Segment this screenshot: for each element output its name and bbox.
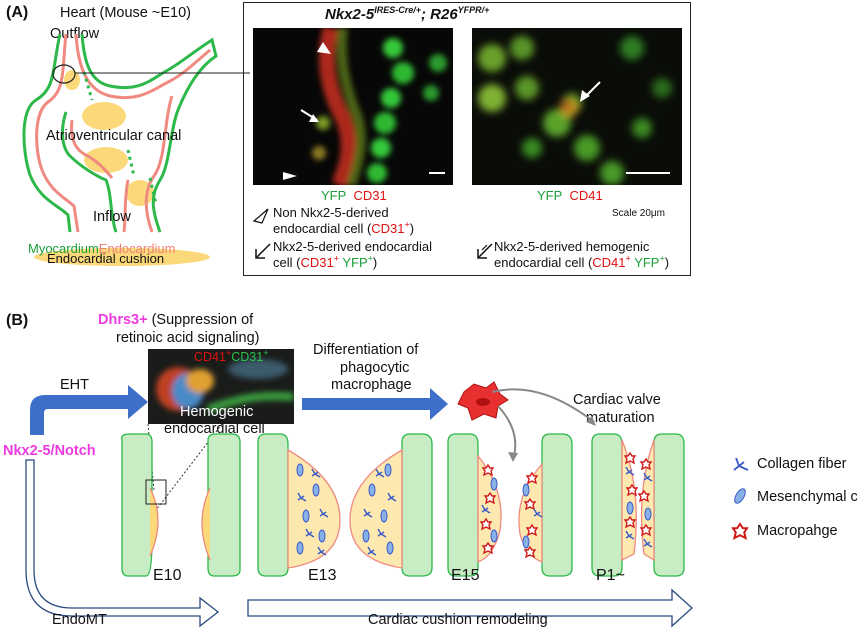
remodeling-label: Cardiac cushion remodeling	[368, 612, 548, 628]
heart-schematic	[22, 33, 250, 266]
outflow-label: Outflow	[50, 26, 100, 42]
hemogenic-inset-image	[148, 349, 294, 424]
inset-markers: CD41+CD31+	[194, 347, 269, 364]
legend-macrophage: Macropahge	[757, 523, 838, 539]
endomt-arrow	[25, 459, 220, 628]
scale-label: Scale 20μm	[612, 208, 666, 219]
stage-label-e13: E13	[308, 567, 337, 584]
heart-legend-row: MyocardiumEndocardium	[28, 241, 175, 256]
valve-maturation-label-2: maturation	[586, 410, 655, 426]
legend-collagen: Collagen fiber	[757, 456, 847, 472]
micrograph-frame	[243, 2, 691, 276]
nkx-notch-label: Nkx2-5/Notch	[3, 443, 96, 459]
hemogenic-label-1: Hemogenic	[180, 404, 254, 420]
yfp-label-right: YFP	[537, 188, 563, 203]
differentiation-label-3: macrophage	[331, 377, 412, 393]
differentiation-label: Differentiation of	[313, 342, 419, 358]
left-channel-labels: YFP CD31	[321, 188, 387, 203]
heart-title: Heart (Mouse ~E10)	[60, 5, 191, 21]
cd41-label: CD41	[569, 188, 603, 203]
collagen-fiber-icon	[733, 457, 749, 471]
differentiation-label-2: phagocytic	[340, 360, 410, 376]
dhrs3-label: Dhrs3+	[98, 312, 148, 328]
stage-e13	[257, 433, 433, 577]
legend-non-derived: Non Nkx2-5-derived endocardial cell (CD3…	[273, 205, 415, 236]
outflow-highlight-circle	[52, 64, 76, 84]
legend-hemogenic: Nkx2-5-derived hemogenic endocardial cel…	[494, 239, 670, 270]
open-arrowhead-icon	[252, 208, 269, 224]
legend-derived: Nkx2-5-derived endocardial cell (CD31+ Y…	[273, 239, 432, 270]
inflow-label: Inflow	[93, 209, 131, 225]
stage-label-e10: E10	[153, 567, 182, 584]
valve-maturation-label-1: Cardiac valve	[573, 392, 661, 408]
double-arrow-icon	[477, 243, 493, 259]
mesenchymal-cell-icon	[734, 488, 746, 504]
differentiation-arrow	[302, 388, 448, 420]
arrow-icon	[255, 243, 271, 259]
panel-a-tag: (A)	[6, 4, 29, 21]
remodeling-arrow	[247, 588, 693, 628]
stage-label-e15: E15	[451, 567, 480, 584]
cushion-legend-blob	[34, 248, 210, 266]
endomt-label: EndoMT	[52, 612, 107, 628]
cushion-label: Endocardial cushion	[47, 251, 165, 266]
stage-e10	[121, 433, 241, 577]
panel-b-tag: (B)	[6, 312, 29, 329]
stage-p1	[591, 433, 685, 577]
cushion-av-lower	[84, 147, 128, 173]
micrograph-cd31	[253, 28, 453, 185]
av-canal-label: Atrioventricular canal	[46, 128, 182, 144]
eht-arrow	[30, 385, 148, 435]
macrophage-icon	[731, 522, 749, 540]
remodeling-diagram	[25, 381, 749, 628]
dhrs3-desc: retinoic acid signaling)	[116, 330, 260, 346]
endocardium-label: Endocardium	[98, 241, 176, 256]
dhrs3-line: Dhrs3+ (Suppression of	[98, 312, 254, 328]
legend-mesenchymal: Mesenchymal cell	[757, 489, 858, 505]
micrograph-title: Nkx2-5IRES-Cre/+; R26YFPR/+	[325, 5, 490, 24]
right-channel-labels: YFP CD41	[537, 188, 603, 203]
hemogenic-label-2: endocardial cell	[164, 421, 265, 437]
cd31-label: CD31	[353, 188, 387, 203]
stage-e15	[447, 433, 573, 577]
myocardium-label: Myocardium	[28, 241, 99, 256]
micrograph-cd41	[472, 28, 682, 185]
yfp-label-left: YFP	[321, 188, 347, 203]
cushion-av-upper	[82, 102, 126, 130]
stage-label-p1: P1~	[596, 567, 625, 584]
eht-label: EHT	[60, 377, 89, 393]
